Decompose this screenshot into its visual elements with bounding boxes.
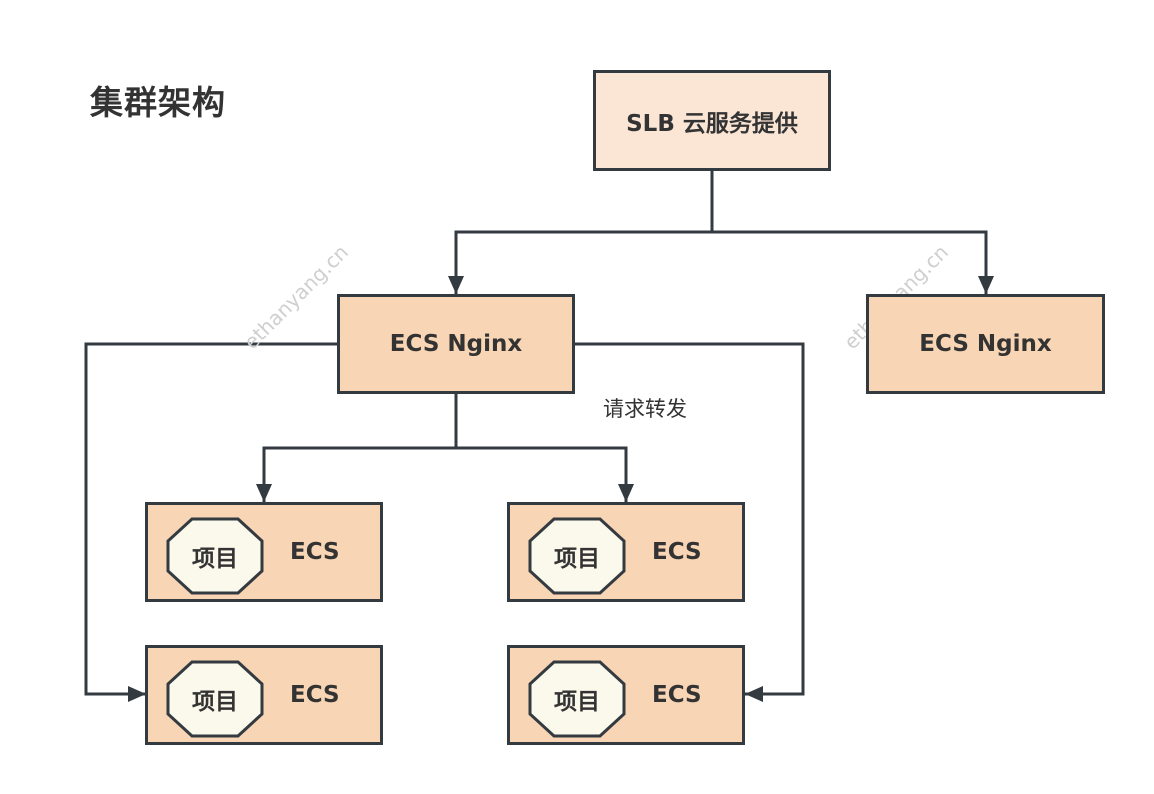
app-server-label: ECS (652, 682, 702, 708)
edge-nginx-to-app-3 (84, 342, 337, 702)
app-server-node[interactable]: 项目 ECS (507, 502, 745, 602)
slb-node[interactable]: SLB 云服务提供 (593, 70, 831, 171)
project-octagon: 项目 (166, 517, 264, 595)
nginx-secondary-node[interactable]: ECS Nginx (866, 294, 1105, 394)
nginx-primary-label: ECS Nginx (389, 331, 523, 357)
edge-nginx-to-app-1 (256, 446, 456, 502)
project-label: 项目 (192, 689, 238, 715)
project-octagon: 项目 (528, 517, 626, 595)
octagon-shape (166, 660, 264, 738)
edge-slb-to-nginx-primary (448, 230, 712, 294)
octagon-shape (528, 660, 626, 738)
edge-slb-to-nginx-secondary (712, 230, 994, 294)
octagon-shape (166, 517, 264, 595)
slb-node-label: SLB 云服务提供 (626, 110, 798, 137)
project-octagon: 项目 (166, 660, 264, 738)
nginx-secondary-label: ECS Nginx (919, 331, 1052, 357)
app-server-label: ECS (290, 539, 340, 565)
octagon-shape (528, 517, 626, 595)
project-label: 项目 (554, 689, 600, 715)
request-forward-label: 请求转发 (603, 397, 687, 421)
edge-nginx-to-app-2 (456, 446, 634, 502)
edge-nginx-to-app-4 (574, 342, 805, 702)
app-server-node[interactable]: 项目 ECS (145, 645, 383, 745)
app-server-node[interactable]: 项目 ECS (145, 502, 383, 602)
app-server-label: ECS (290, 682, 340, 708)
nginx-primary-node[interactable]: ECS Nginx (337, 294, 575, 394)
project-label: 项目 (192, 546, 238, 572)
app-server-label: ECS (652, 539, 702, 565)
app-server-node[interactable]: 项目 ECS (507, 645, 745, 745)
diagram-title: 集群架构 (90, 83, 226, 122)
project-label: 项目 (554, 546, 600, 572)
project-octagon: 项目 (528, 660, 626, 738)
